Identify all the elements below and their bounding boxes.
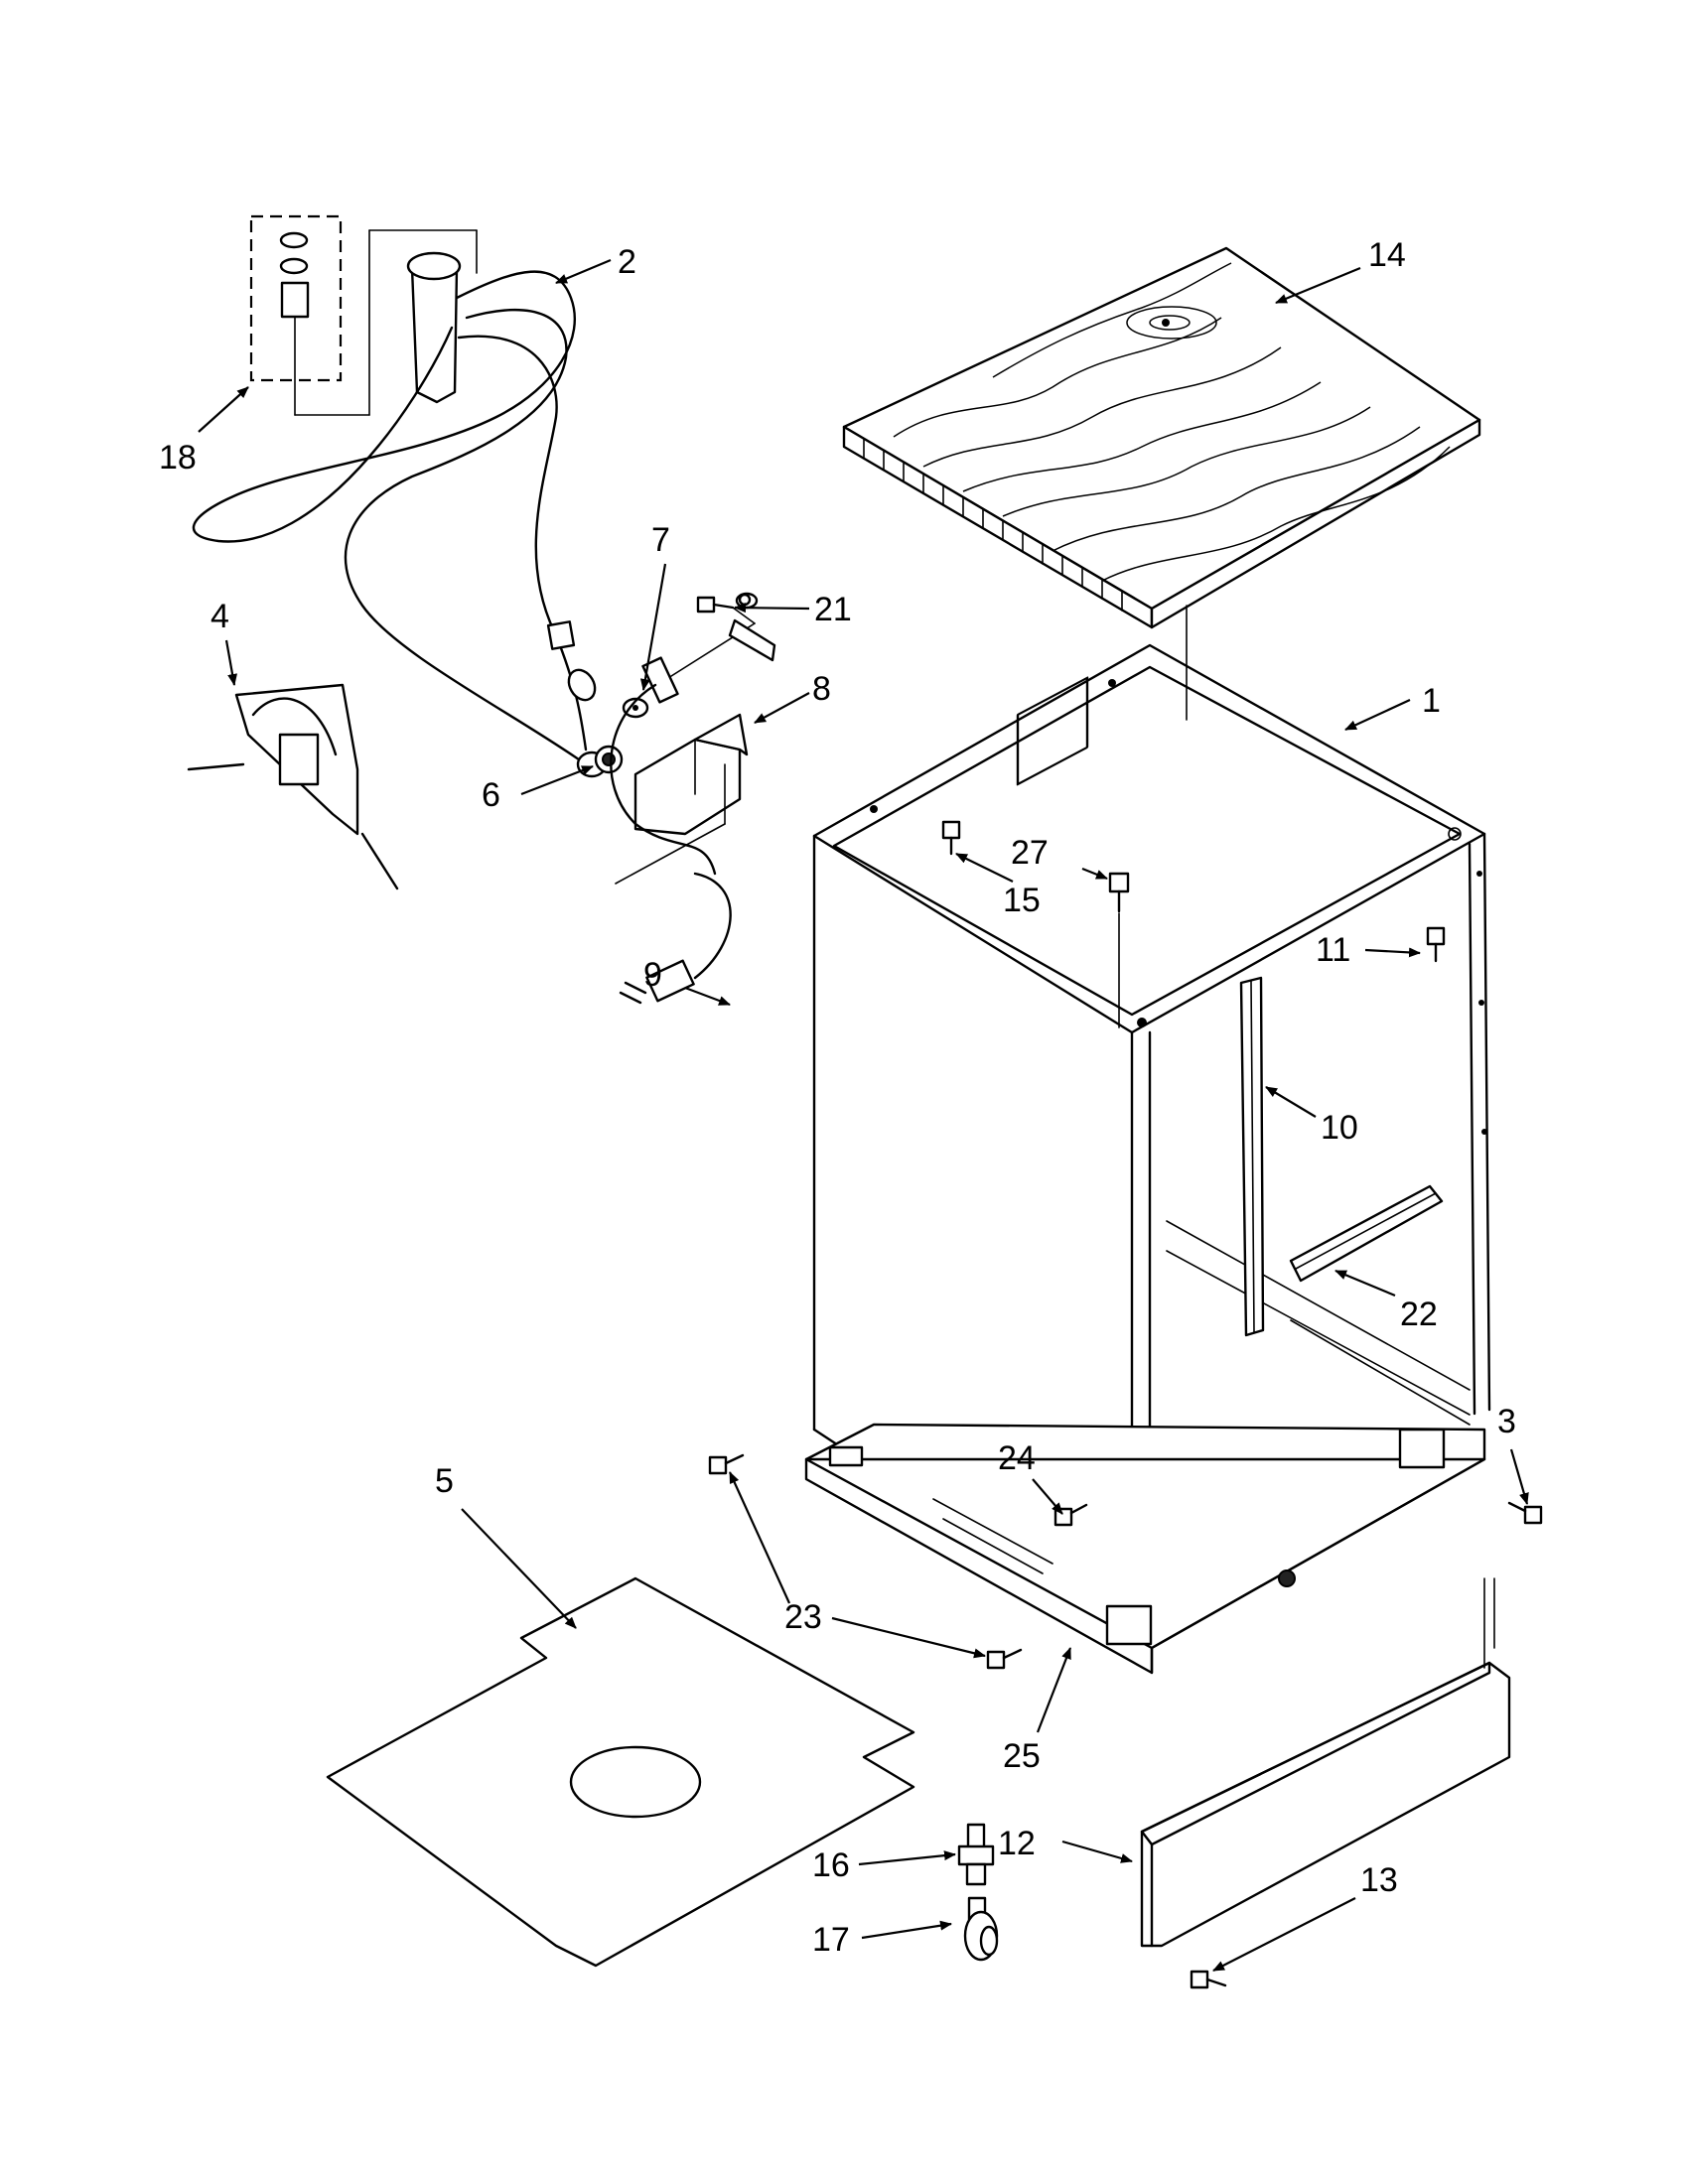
part-18-fitting-kit — [249, 214, 478, 416]
callout-12: 12 — [998, 1825, 1036, 1862]
part-25-base — [804, 1423, 1486, 1675]
part-23-screw-lower — [986, 1648, 1023, 1670]
part-5-floor-pad — [326, 1576, 915, 1968]
callout-labels: 1 2 3 4 5 6 7 8 9 10 11 12 13 14 15 16 1… — [159, 236, 1516, 1959]
callout-22: 22 — [1400, 1296, 1438, 1333]
part-7-washer — [622, 697, 649, 719]
callout-17: 17 — [812, 1921, 850, 1959]
part-22-bracket — [1289, 1184, 1444, 1283]
callout-27: 27 — [1011, 834, 1049, 872]
part-27-screw — [1108, 872, 1130, 1028]
wood-grain — [893, 262, 1451, 582]
leader-arrows — [198, 258, 1529, 1972]
part-17-caster — [963, 1896, 999, 1962]
part-10-side-rail — [1239, 976, 1265, 1337]
part-11-screw — [1426, 926, 1446, 963]
callout-2: 2 — [618, 243, 636, 281]
callout-14: 14 — [1368, 236, 1406, 274]
callout-15: 15 — [1003, 882, 1041, 919]
part-16-leveling-leg — [957, 1823, 995, 1886]
callout-3: 3 — [1497, 1403, 1516, 1440]
callout-16: 16 — [812, 1846, 850, 1884]
part-2-fill-valve-hose — [192, 251, 608, 778]
callout-24: 24 — [998, 1439, 1036, 1477]
callout-6: 6 — [482, 776, 500, 814]
part-9-power-cord — [610, 592, 776, 1005]
callout-9: 9 — [643, 956, 662, 994]
callout-7: 7 — [651, 521, 670, 559]
callout-8: 8 — [812, 670, 831, 708]
part-6-hose-clamp — [594, 745, 624, 774]
part-23-screw-upper — [708, 1453, 745, 1475]
part-14-countertop — [842, 246, 1481, 629]
callout-23: 23 — [784, 1598, 822, 1636]
part-3-screw — [1507, 1501, 1543, 1525]
part-12-toe-kick-panel — [1140, 1577, 1511, 1948]
callout-13: 13 — [1360, 1861, 1398, 1899]
part-13-screw — [1190, 1970, 1227, 1989]
callout-18: 18 — [159, 439, 197, 477]
part-4-shroud — [187, 683, 399, 890]
callout-10: 10 — [1321, 1109, 1358, 1147]
top-edge-ribs — [863, 438, 1123, 612]
callout-5: 5 — [435, 1462, 454, 1500]
callout-4: 4 — [210, 598, 229, 635]
callout-11: 11 — [1316, 931, 1350, 969]
part-15-screw — [941, 820, 961, 856]
callout-21: 21 — [814, 591, 852, 628]
callout-25: 25 — [1003, 1737, 1041, 1775]
part-8-junction-box — [615, 713, 749, 885]
callout-1: 1 — [1422, 682, 1441, 720]
